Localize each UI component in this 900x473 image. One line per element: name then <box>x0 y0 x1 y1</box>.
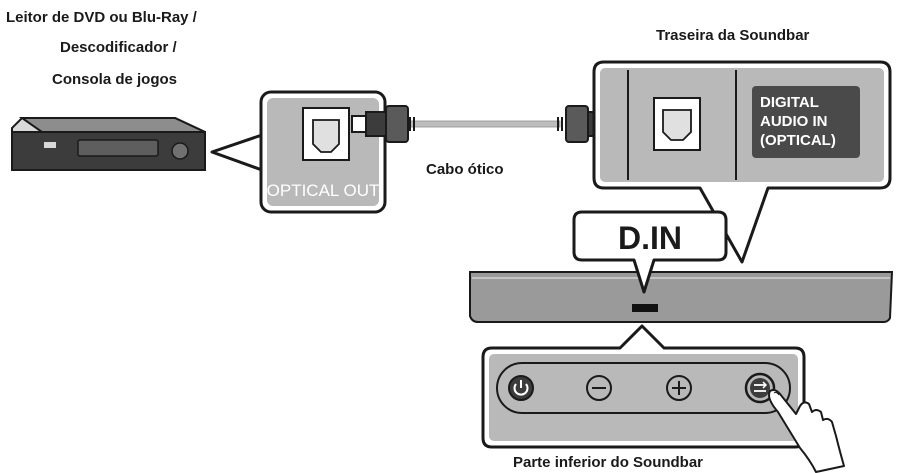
power-button[interactable] <box>508 375 534 401</box>
digital-audio-in-line3: (OPTICAL) <box>760 132 836 149</box>
optical-in-port-icon <box>653 97 701 151</box>
volume-up-button[interactable] <box>666 375 692 401</box>
soundbar-rear-callout: DIGITAL AUDIO IN (OPTICAL) <box>592 60 892 264</box>
plus-icon <box>672 381 686 395</box>
soundbar-body <box>469 271 894 323</box>
soundbar-bottom-callout <box>481 324 806 449</box>
source-device-label-line3: Consola de jogos <box>52 71 178 88</box>
volume-down-button[interactable] <box>586 375 612 401</box>
optical-out-port-box: OPTICAL OUT <box>259 90 387 214</box>
display-indicator <box>632 304 658 312</box>
optical-port-icon <box>302 107 350 161</box>
soundbar-bottom-title: Parte inferior do Soundbar <box>513 454 704 471</box>
soundbar-rear-title: Traseira da Soundbar <box>656 27 810 44</box>
display-callout: D.IN <box>572 210 728 294</box>
source-button[interactable] <box>744 372 776 404</box>
digital-audio-in-label-box <box>752 86 860 158</box>
display-text: D.IN <box>618 220 682 256</box>
digital-audio-in-line2: AUDIO IN <box>760 113 828 130</box>
source-device-label-line1: Leitor de DVD ou Blu-Ray / <box>6 9 197 26</box>
source-device-label-line2: Descodificador / <box>60 39 177 56</box>
digital-audio-in-line1: DIGITAL <box>760 94 819 111</box>
input-source-icon <box>754 381 768 392</box>
power-icon <box>513 380 529 396</box>
optical-out-label: OPTICAL OUT <box>267 181 380 200</box>
cable-label: Cabo ótico <box>426 161 504 178</box>
hand-pointer-icon <box>768 389 845 473</box>
optical-cable <box>351 105 623 143</box>
dvd-player-icon <box>11 117 206 171</box>
svg-text:DIGITAL AUDIO IN (: DIGITAL AUDIO IN (OPTICAL) <box>760 94 836 149</box>
